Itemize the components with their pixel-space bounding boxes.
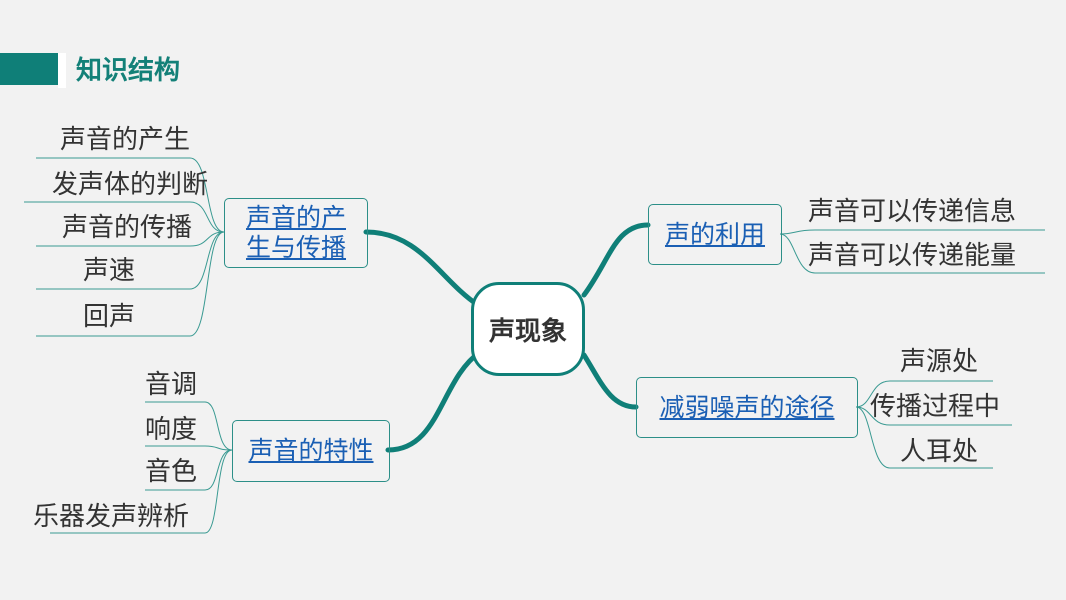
topic-production-propagation[interactable]: 声音的产 生与传播 xyxy=(224,198,368,268)
leaf-item: 响度 xyxy=(145,415,198,445)
leaf-item: 发声体的判断 xyxy=(51,170,208,200)
leaf-item: 声音的传播 xyxy=(61,213,192,243)
topic-label[interactable]: 减弱噪声的途径 xyxy=(659,392,835,422)
connector-noise xyxy=(581,352,639,410)
leaf-item: 声音的产生 xyxy=(59,125,190,155)
leaf-item: 声速 xyxy=(83,256,136,286)
leaf-item: 乐器发声辨析 xyxy=(33,502,190,532)
topic-label-line1[interactable]: 声音的产 xyxy=(245,203,346,232)
leaf-item: 音色 xyxy=(145,457,198,487)
leaf-item: 回声 xyxy=(83,302,136,332)
leaf-item: 音调 xyxy=(145,370,198,400)
topic-label-line2[interactable]: 生与传播 xyxy=(245,233,346,262)
header-accent-bar xyxy=(0,53,58,85)
connector-characteristics xyxy=(385,349,483,453)
leaf-item: 声音可以传递信息 xyxy=(808,197,1017,227)
leaf-item: 声音可以传递能量 xyxy=(808,241,1017,271)
topic-label[interactable]: 声音的特性 xyxy=(248,436,374,465)
connector-production xyxy=(363,229,481,308)
central-topic[interactable]: 声现象 xyxy=(471,282,585,376)
topic-noise-reduction[interactable]: 减弱噪声的途径 xyxy=(636,377,858,438)
leaf-item: 人耳处 xyxy=(900,437,979,467)
topic-label[interactable]: 声的利用 xyxy=(664,219,765,249)
header-divider xyxy=(58,53,66,88)
topic-characteristics[interactable]: 声音的特性 xyxy=(232,420,390,482)
leaf-item: 声源处 xyxy=(900,347,979,377)
topic-use-of-sound[interactable]: 声的利用 xyxy=(648,204,782,265)
connector-use xyxy=(581,222,651,298)
leaf-item: 传播过程中 xyxy=(870,392,1001,422)
page-title: 知识结构 xyxy=(76,56,181,86)
